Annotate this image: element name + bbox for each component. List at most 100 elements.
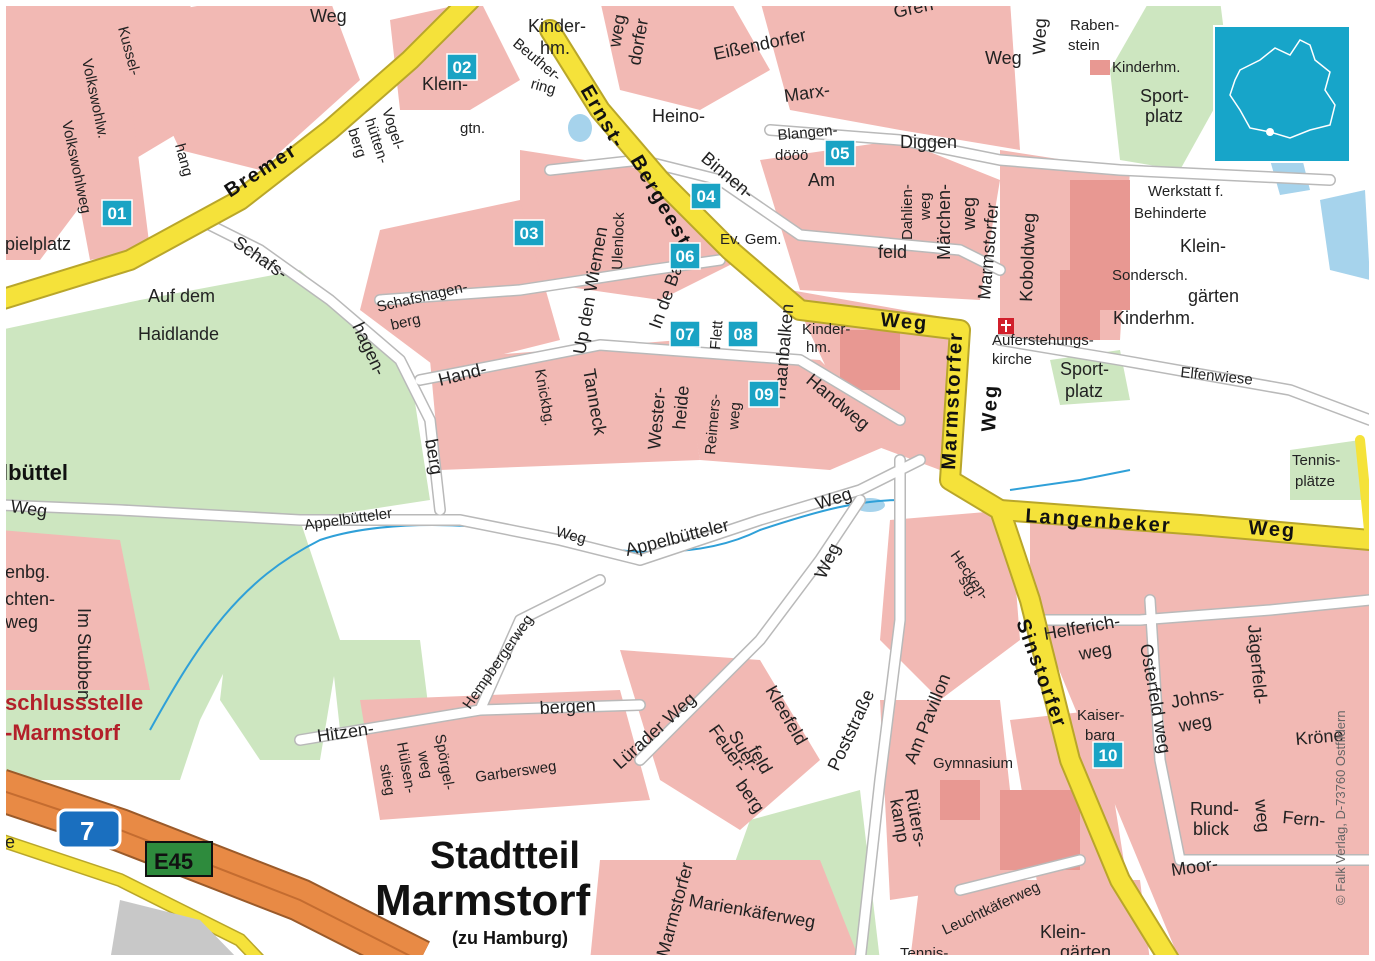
svg-text:Weg: Weg [1029, 18, 1050, 55]
poi-marker-06[interactable]: 06 [669, 242, 701, 270]
svg-text:Sondersch.: Sondersch. [1112, 267, 1188, 284]
svg-text:Weg: Weg [985, 48, 1022, 68]
svg-text:weg: weg [959, 197, 979, 231]
svg-text:blick: blick [1193, 819, 1230, 839]
svg-text:chten-: chten- [5, 589, 55, 609]
svg-text:Haidlande: Haidlande [138, 324, 219, 344]
title-line1: Stadtteil [430, 835, 580, 877]
svg-text:weg: weg [917, 192, 934, 221]
svg-text:stein: stein [1068, 37, 1100, 54]
poi-marker-label: 01 [108, 204, 127, 223]
poi-marker-01[interactable]: 01 [101, 199, 133, 227]
svg-text:Flett: Flett [707, 319, 727, 350]
locator-minimap[interactable] [1213, 25, 1351, 163]
svg-text:Werkstatt f.: Werkstatt f. [1148, 183, 1224, 200]
svg-text:Kinderhm.: Kinderhm. [1113, 308, 1195, 328]
svg-text:Klein-: Klein- [1180, 236, 1226, 256]
svg-text:Kaiser-: Kaiser- [1077, 707, 1125, 724]
poi-marker-label: 03 [520, 224, 539, 243]
svg-text:platz: platz [1145, 106, 1183, 126]
svg-text:stieg: stieg [376, 763, 398, 797]
svg-text:enbg.: enbg. [5, 562, 50, 582]
poi-marker-label: 04 [697, 187, 716, 206]
svg-text:Weg: Weg [310, 6, 347, 26]
svg-text:Tennis-: Tennis- [1292, 452, 1340, 469]
svg-text:hm.: hm. [540, 38, 570, 58]
svg-text:Weg: Weg [1248, 517, 1297, 542]
poi-marker-02[interactable]: 02 [446, 53, 478, 81]
svg-text:platz: platz [1065, 381, 1103, 401]
svg-text:Raben-: Raben- [1070, 17, 1119, 34]
poi-marker-label: 10 [1099, 746, 1118, 765]
poi-marker-08[interactable]: 08 [727, 320, 759, 348]
public-buildings [840, 60, 1130, 870]
svg-text:Kinder-: Kinder- [528, 16, 586, 36]
svg-text:Kinderhm.: Kinderhm. [1112, 59, 1180, 76]
poi-markers[interactable]: 01 02 03 04 05 06 07 08 09 10 [101, 53, 1124, 769]
a7-shield[interactable]: 7 [56, 808, 122, 850]
title-line2: Marmstorf [375, 876, 590, 925]
location-dot-icon [1266, 128, 1274, 136]
e45-shield[interactable]: E45 [145, 841, 213, 877]
copyright-text: © Falk Verlag, D-73760 Ostfildern [1333, 710, 1348, 905]
svg-text:Ulenlock: Ulenlock [609, 212, 628, 271]
svg-text:bergen: bergen [539, 695, 596, 718]
svg-text:Auferstehungs-: Auferstehungs- [992, 332, 1094, 349]
stream-east [1009, 469, 1131, 491]
svg-text:gtn.: gtn. [460, 120, 485, 137]
svg-text:Heino-: Heino- [652, 106, 705, 126]
poi-marker-07[interactable]: 07 [669, 320, 701, 348]
svg-text:Kröne: Kröne [1295, 725, 1345, 749]
svg-text:Sport-: Sport- [1060, 359, 1109, 379]
svg-text:Fern-: Fern- [1282, 807, 1327, 831]
poi-marker-label: 09 [755, 385, 774, 404]
svg-text:Ev. Gem.: Ev. Gem. [720, 231, 781, 248]
church-icon [998, 318, 1014, 334]
svg-text:weg: weg [4, 612, 38, 632]
hamburg-outline-icon [1229, 39, 1336, 139]
poi-marker-05[interactable]: 05 [824, 139, 856, 167]
svg-text:berg: berg [389, 311, 422, 334]
poi-marker-10[interactable]: 10 [1092, 741, 1124, 769]
poi-marker-09[interactable]: 09 [748, 380, 780, 408]
svg-text:Weg: Weg [880, 309, 930, 335]
svg-text:feld: feld [878, 242, 907, 262]
svg-text:Kinder-: Kinder- [802, 321, 850, 338]
svg-text:barg: barg [1085, 727, 1115, 744]
poi-marker-03[interactable]: 03 [513, 219, 545, 247]
svg-text:hm.: hm. [806, 339, 831, 356]
svg-text:weg: weg [1251, 798, 1274, 834]
svg-text:pielplatz: pielplatz [5, 234, 71, 254]
svg-text:Gymnasium: Gymnasium [933, 755, 1013, 772]
poi-marker-label: 08 [734, 325, 753, 344]
svg-text:weg: weg [725, 401, 744, 431]
minor-roads [0, 124, 1375, 961]
svg-text:schlussstelle: schlussstelle [5, 690, 143, 715]
poi-marker-04[interactable]: 04 [690, 182, 722, 210]
svg-text:Weg: Weg [978, 383, 1002, 432]
svg-text:Diggen: Diggen [900, 132, 957, 152]
svg-text:Märchen-: Märchen- [934, 184, 954, 260]
district-title: Stadtteil Marmstorf (zu Hamburg) [375, 835, 590, 948]
svg-text:Behinderte: Behinderte [1134, 205, 1207, 222]
e45-label: E45 [154, 849, 193, 874]
svg-text:Reimers-: Reimers- [702, 393, 724, 455]
a7-label: 7 [80, 816, 94, 846]
svg-text:Am: Am [808, 170, 835, 190]
poi-marker-label: 05 [831, 144, 850, 163]
poi-marker-label: 07 [676, 325, 695, 344]
svg-text:gärten: gärten [1188, 286, 1239, 306]
svg-text:Rund-: Rund- [1190, 799, 1239, 819]
svg-text:plätze: plätze [1295, 473, 1335, 490]
svg-text:Auf dem: Auf dem [148, 286, 215, 306]
svg-text:dööö: dööö [775, 147, 808, 164]
svg-text:weg: weg [414, 749, 436, 780]
svg-text:Koboldweg: Koboldweg [1016, 212, 1039, 302]
svg-text:lbüttel: lbüttel [2, 460, 68, 485]
industrial-area [110, 900, 240, 961]
svg-text:-Marmstorf: -Marmstorf [5, 720, 121, 745]
